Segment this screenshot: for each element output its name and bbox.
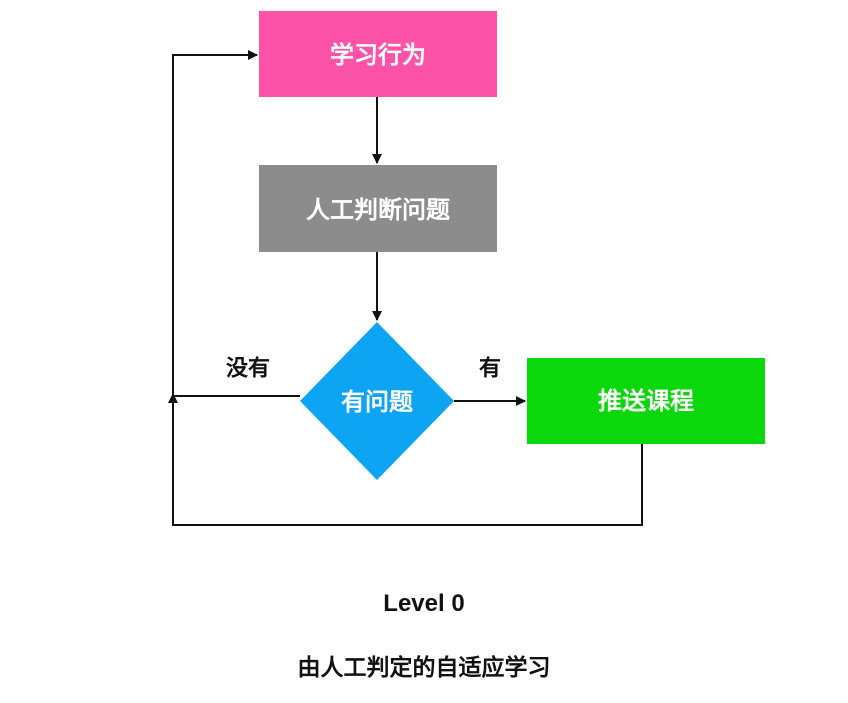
node-has-problem-label: 有问题	[341, 388, 413, 416]
node-learning-behavior: 学习行为	[259, 11, 497, 97]
node-has-problem: 有问题	[300, 322, 454, 480]
edge-feedback-loop	[172, 50, 258, 525]
edge-label-no: 没有	[226, 356, 270, 382]
node-learning-behavior-box	[259, 11, 497, 97]
node-has-problem-diamond	[300, 322, 454, 480]
node-manual-judgment: 人工判断问题	[259, 165, 497, 252]
node-push-course: 推送课程	[527, 358, 765, 444]
node-manual-judgment-box	[259, 165, 497, 252]
node-push-course-label: 推送课程	[598, 387, 694, 415]
node-push-course-box	[527, 358, 765, 444]
caption-description: 由人工判定的自适应学习	[297, 655, 551, 681]
caption-level: Level 0	[383, 590, 465, 617]
edge-label-yes: 有	[479, 356, 501, 382]
node-learning-behavior-label: 学习行为	[330, 41, 426, 69]
node-manual-judgment-label: 人工判断问题	[306, 196, 450, 224]
